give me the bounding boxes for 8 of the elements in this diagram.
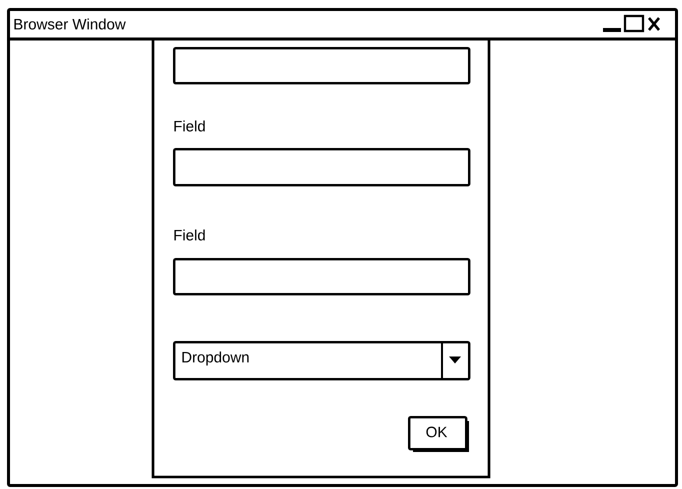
field-label: Field xyxy=(174,120,205,132)
input-field xyxy=(173,47,470,84)
ok-button: OK xyxy=(408,416,469,452)
form-panel xyxy=(152,38,490,478)
input-field xyxy=(173,148,470,186)
input-field xyxy=(173,258,470,296)
field-label: Field xyxy=(174,229,205,240)
dropdown: Dropdown xyxy=(173,341,470,380)
